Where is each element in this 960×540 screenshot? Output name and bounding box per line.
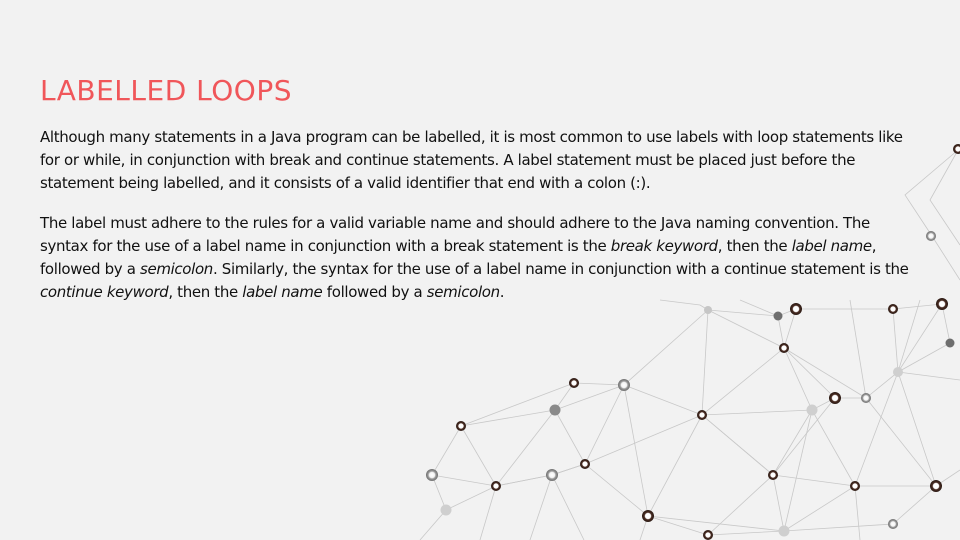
term-continue-keyword: continue keyword (40, 283, 169, 302)
network-node (888, 304, 898, 314)
network-node (926, 231, 936, 241)
paragraph-1: Although many statements in a Java progr… (40, 128, 903, 193)
network-node (829, 392, 841, 404)
term-semicolon: semicolon (426, 283, 500, 302)
network-node (773, 311, 783, 321)
slide-body: Although many statements in a Java progr… (40, 126, 920, 320)
network-node (953, 144, 960, 154)
network-node (930, 480, 942, 492)
network-node (888, 519, 898, 529)
network-node (806, 404, 818, 416)
network-node (778, 525, 790, 537)
network-node (618, 379, 630, 391)
network-node (850, 481, 860, 491)
term-semicolon: semicolon (139, 260, 213, 279)
term-label-name: label name (791, 236, 872, 255)
paragraph-2-text: . Similarly, the syntax for the use of a… (212, 260, 909, 279)
network-node (440, 504, 452, 516)
network-node (426, 469, 438, 481)
paragraph-2-text: , then the (168, 283, 243, 302)
paragraph-2: The label must adhere to the rules for a… (40, 212, 920, 305)
network-node (491, 481, 501, 491)
paragraph-2-text: The label must adhere to the rules for a… (40, 213, 870, 255)
network-node (456, 421, 466, 431)
network-node (704, 306, 712, 314)
network-node (580, 459, 590, 469)
paragraph-2-text: followed by a (322, 283, 427, 302)
network-node (703, 530, 713, 540)
network-node (861, 393, 871, 403)
network-node (790, 303, 802, 315)
network-node (936, 298, 948, 310)
network-node (779, 343, 789, 353)
network-node (893, 367, 903, 377)
network-node (697, 410, 707, 420)
term-label-name: label name (242, 283, 323, 302)
paragraph-2-text: . (499, 283, 505, 302)
network-node (768, 470, 778, 480)
term-break-keyword: break keyword (610, 236, 718, 255)
network-node (569, 378, 579, 388)
slide-title: LABELLED LOOPS (40, 74, 292, 107)
network-node (546, 469, 558, 481)
network-node (642, 510, 654, 522)
network-node (945, 338, 955, 348)
paragraph-2-text: , then the (717, 236, 792, 255)
paragraph-2-text: , followed by a (40, 236, 877, 279)
network-node (549, 404, 561, 416)
